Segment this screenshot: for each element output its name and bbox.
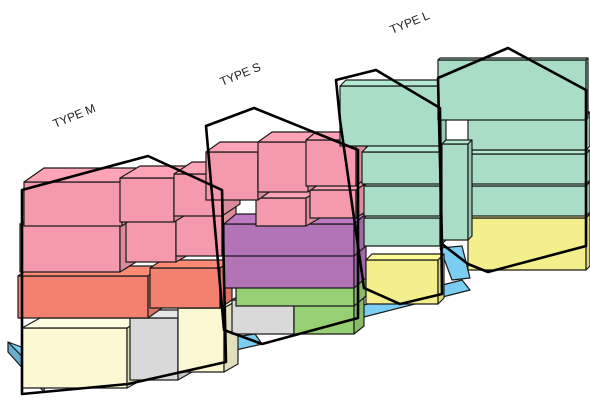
building-blocks xyxy=(17,57,590,389)
type-l-right-mint-3-front xyxy=(467,115,587,151)
type-m-cream-left xyxy=(21,317,146,389)
type-s-purple-upper-front xyxy=(223,223,355,257)
type-l-right-mint-stack xyxy=(441,139,473,241)
type-m-pink-lower-mid-front xyxy=(125,217,177,263)
type-s-pink-mid-left-front xyxy=(255,197,307,227)
type-l-right-mint-stack-top xyxy=(441,139,473,145)
type-m-cream-left-front xyxy=(21,327,128,389)
type-l-left-mint-top xyxy=(339,79,447,147)
type-m-coral-right-front xyxy=(149,267,221,309)
type-s-purple-lower-front xyxy=(223,253,355,289)
type-l-right-mint-stack-side xyxy=(467,139,473,241)
type-l-right-mint-top xyxy=(437,57,589,121)
type-l-right-mint-stack-front xyxy=(441,143,469,241)
type-l-left-outline xyxy=(334,68,444,306)
type-l-left-mint-top-front xyxy=(339,85,441,147)
type-l-left-yellow-top xyxy=(365,253,445,261)
type-l-right-mint-top-top xyxy=(437,57,589,61)
type-s-pink-top-mid-front xyxy=(257,141,309,193)
type-s-outline xyxy=(204,106,360,346)
type-l-right-outline xyxy=(436,46,588,274)
type-l-right-mint-2 xyxy=(467,149,590,185)
type-l-right-mint-1 xyxy=(467,181,590,217)
type-m-coral-left xyxy=(17,265,163,319)
type-l-left-mint-2-front xyxy=(363,185,441,217)
type-m-pink-upper-left-front xyxy=(23,181,123,227)
type-m-cream-left-top xyxy=(21,317,146,329)
type-m-gray-core-front xyxy=(129,317,179,381)
type-m-cream-right-front xyxy=(177,307,225,373)
type-m-pink-lower-left-front xyxy=(19,223,121,273)
type-l-right-mint-1-front xyxy=(467,185,587,217)
type-m-coral-left-front xyxy=(17,275,149,319)
type-s-pink-mid-right-front xyxy=(309,189,357,219)
type-l-right-mint-2-front xyxy=(467,153,587,185)
building-outlines xyxy=(20,46,588,396)
type-m-outline xyxy=(20,154,228,396)
type-l-left-mint-3 xyxy=(361,143,449,185)
type-l-label: TYPE L xyxy=(388,8,432,37)
type-l-left-mint-3-front xyxy=(361,151,441,185)
type-m-pink-upper-mid-front xyxy=(119,177,175,223)
type-s-pink-top-left-front xyxy=(205,151,259,201)
type-s-label: TYPE S xyxy=(218,60,263,89)
type-m-label: TYPE M xyxy=(51,101,98,131)
type-l-left-mint-1-front xyxy=(363,217,441,247)
plinth-type-l-gap xyxy=(439,245,471,281)
type-m-cream-right xyxy=(177,299,239,373)
